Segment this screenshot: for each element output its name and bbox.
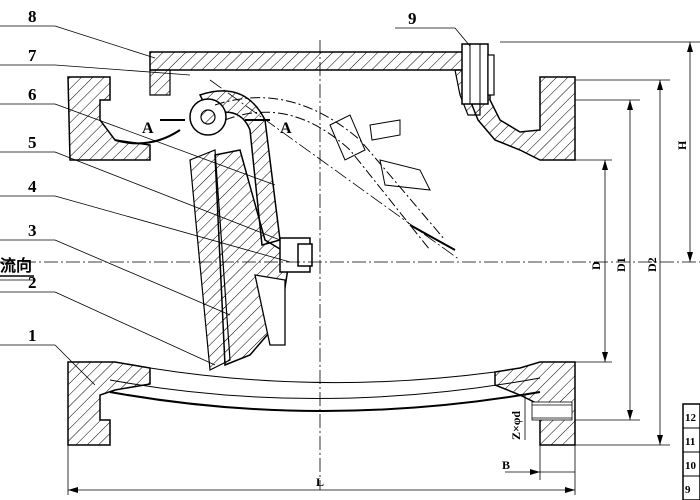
dim-bolt: Z×φd <box>509 411 523 440</box>
dimension-text: L B H D D1 D2 Z×φd <box>316 140 689 489</box>
parts-table: 12 11 10 9 <box>682 403 700 500</box>
callout-8: 8 <box>28 7 37 26</box>
callout-4: 4 <box>28 177 37 196</box>
callout-1: 1 <box>28 326 37 345</box>
dim-D: D <box>589 261 603 270</box>
callout-leaders <box>0 25 471 386</box>
dim-D2: D2 <box>645 257 659 272</box>
dimension-arrows <box>68 42 693 493</box>
flow-direction: 流向 <box>0 256 34 281</box>
disc-assembly <box>189 90 313 371</box>
callout-9: 9 <box>408 9 417 28</box>
arm-centerline <box>209 79 461 261</box>
callout-2: 2 <box>28 273 37 292</box>
dimension-lines <box>67 41 700 495</box>
section-mark-right: A <box>280 120 292 137</box>
section-mark-left: A <box>142 120 154 137</box>
dim-L: L <box>316 475 324 489</box>
callout-7: 7 <box>28 46 37 65</box>
callout-3: 3 <box>28 221 37 240</box>
section-a-marks: A A <box>142 119 292 137</box>
table-row-12: 12 <box>685 412 697 424</box>
dim-B: B <box>502 458 510 472</box>
valve-body <box>67 51 576 446</box>
dim-H: H <box>675 140 689 150</box>
table-row-9: 9 <box>685 484 691 496</box>
callout-5: 5 <box>28 133 37 152</box>
table-row-11: 11 <box>685 436 695 448</box>
table-row-10: 10 <box>685 460 697 472</box>
callout-numbers: 8 7 6 5 4 3 2 1 9 <box>28 7 417 345</box>
cover-bolt <box>461 43 495 105</box>
callout-6: 6 <box>28 85 37 104</box>
dim-D1: D1 <box>614 257 628 272</box>
flow-label: 流向 <box>0 256 32 275</box>
